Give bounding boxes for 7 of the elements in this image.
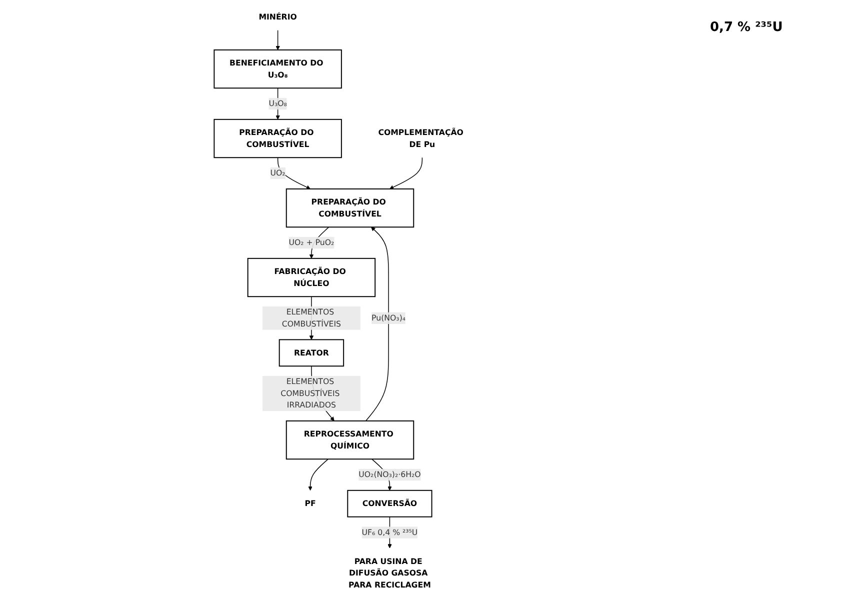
arrow [308,458,329,491]
arrow [365,226,389,422]
arrow [277,157,311,190]
arrow [276,30,280,50]
arrow [389,157,423,190]
arrow [276,88,280,120]
flow-note: 0,7 % ²³⁵U [710,20,784,35]
